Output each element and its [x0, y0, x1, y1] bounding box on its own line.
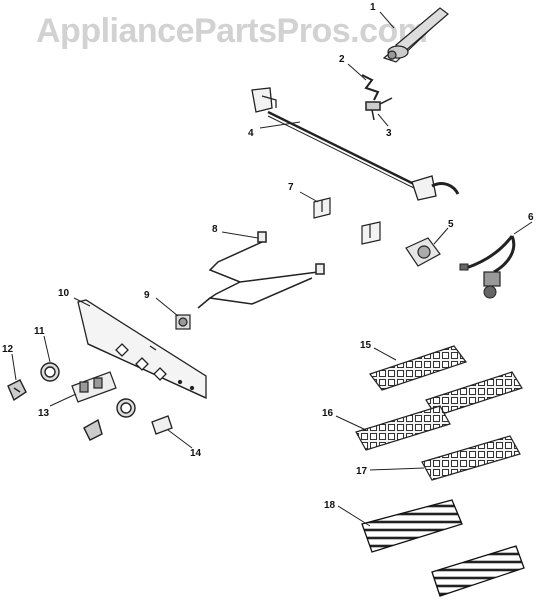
callout-1: 1	[370, 2, 376, 13]
callout-11: 11	[34, 326, 45, 337]
part-13-igniter-module	[71, 371, 117, 403]
callout-10: 10	[58, 288, 70, 299]
part-small-bracket	[361, 221, 381, 245]
part-3-electrode	[365, 97, 393, 121]
callout-7: 7	[288, 182, 294, 193]
part-1-burner-tube	[382, 7, 449, 63]
callout-14: 14	[190, 448, 202, 459]
part-2-clip	[361, 74, 380, 101]
callout-3: 3	[386, 128, 392, 139]
callout-15: 15	[360, 340, 372, 351]
part-bezel-lower	[116, 398, 136, 418]
callout-2: 2	[339, 54, 345, 65]
part-11-knob-bezel	[40, 362, 60, 382]
callout-6: 6	[528, 212, 534, 223]
callout-labels: 1 2 3 4 5 6 7 8 9 10 11 12 13 14 15 16 1…	[2, 2, 534, 511]
part-5-valve-block	[405, 237, 441, 267]
callout-5: 5	[448, 219, 454, 230]
part-15-tile-grids	[369, 345, 523, 417]
watermark-logo: AppliancePartsPros.com	[36, 12, 428, 50]
part-17-tile-grid	[421, 435, 521, 481]
callout-9: 9	[144, 290, 150, 301]
part-knob-lower	[83, 418, 103, 441]
part-16-tile-grid	[355, 405, 451, 451]
leader-lines	[11, 11, 533, 527]
callout-18: 18	[324, 500, 336, 511]
part-4-rod-assembly	[251, 87, 460, 201]
callout-12: 12	[2, 344, 14, 355]
part-8-heating-element	[197, 231, 325, 309]
callout-8: 8	[212, 224, 218, 235]
part-18-cooking-grates	[361, 499, 525, 597]
part-12-knob	[7, 379, 27, 402]
part-7-bracket	[313, 197, 331, 219]
part-9-gauge	[175, 314, 191, 330]
callout-13: 13	[38, 408, 50, 419]
callout-17: 17	[356, 466, 368, 477]
part-14-battery	[151, 415, 173, 435]
part-6-hose-regulator	[459, 235, 516, 299]
callout-4: 4	[248, 128, 254, 139]
callout-16: 16	[322, 408, 334, 419]
part-10-control-panel	[77, 299, 207, 400]
